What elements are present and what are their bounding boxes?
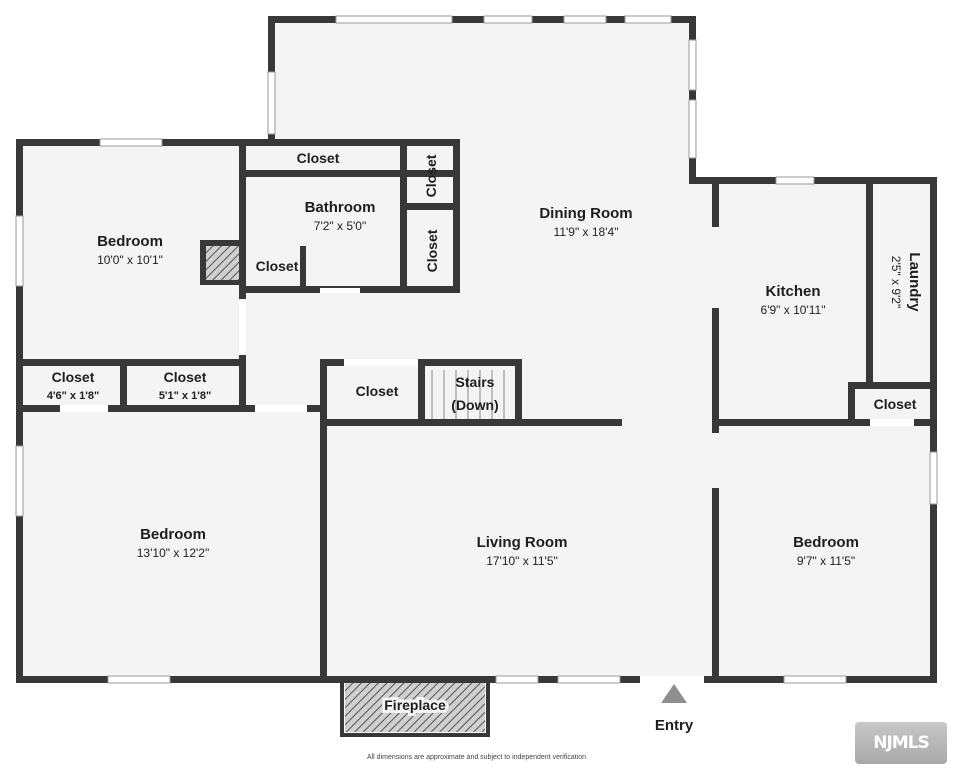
living-room-name: Living Room (477, 534, 568, 551)
closet-kitchen-name: Closet (874, 396, 917, 412)
bedroom-se-name: Bedroom (793, 534, 859, 551)
bedroom-nw-name: Bedroom (97, 233, 163, 250)
bedroom-sw-dim: 13'10" x 12'2" (137, 546, 210, 560)
closet-left2-dim: 5'1" x 1'8" (159, 390, 211, 402)
entry-arrow-icon (661, 684, 687, 703)
dining-room-dim: 11'9" x 18'4" (554, 225, 619, 239)
room-labels: Dining Room 11'9" x 18'4" Bedroom 10'0" … (47, 150, 923, 734)
closet-left1-name: Closet (52, 369, 95, 385)
laundry-dim: 2'5" x 9'2" (889, 256, 903, 308)
kitchen-dim: 6'9" x 10'11" (761, 303, 826, 317)
stairs-line2: (Down) (451, 397, 498, 413)
closet-left2-name: Closet (164, 369, 207, 385)
bathroom-name: Bathroom (305, 199, 376, 216)
closet-top-name: Closet (297, 150, 340, 166)
laundry-name: Laundry (906, 252, 923, 312)
closet-bath-name: Closet (256, 258, 299, 274)
brand-logo: NJMLS (855, 722, 947, 764)
dining-room-name: Dining Room (539, 205, 632, 222)
closet-left1-dim: 4'6" x 1'8" (47, 390, 99, 402)
closet-v1-name: Closet (423, 154, 439, 197)
bedroom-sw-name: Bedroom (140, 526, 206, 543)
stairs-line1: Stairs (456, 374, 495, 390)
stairs-treads (431, 370, 505, 419)
entry-label: Entry (655, 717, 694, 734)
closet-v2-name: Closet (424, 229, 440, 272)
closet-mid-name: Closet (356, 383, 399, 399)
kitchen-name: Kitchen (765, 283, 820, 300)
bedroom-se-dim: 9'7" x 11'5" (797, 554, 855, 568)
disclaimer-text: All dimensions are approximate and subje… (366, 754, 587, 761)
bedroom-nw-dim: 10'0" x 10'1" (97, 253, 163, 267)
bathroom-dim: 7'2" x 5'0" (314, 219, 366, 233)
fireplace-name: Fireplace (384, 697, 446, 713)
living-room-dim: 17'10" x 11'5" (486, 554, 558, 568)
windows (15, 15, 938, 684)
